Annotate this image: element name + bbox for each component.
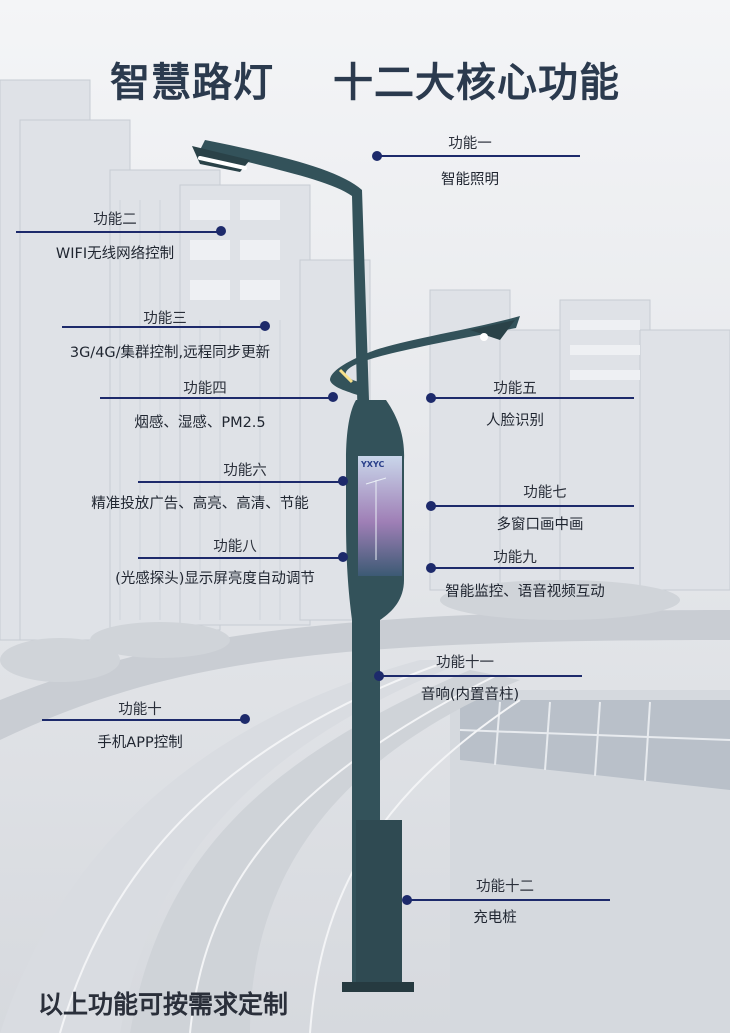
feature-label: 功能四 <box>183 381 227 397</box>
feature-label: 功能六 <box>223 463 267 479</box>
feature-desc: 智能监控、语音视频互动 <box>445 584 605 600</box>
feature-label: 功能三 <box>143 311 187 327</box>
feature-label: 功能二 <box>93 212 137 228</box>
footer-note: 以上功能可按需求定制 <box>38 990 289 1019</box>
lamp-pole <box>192 140 520 992</box>
feature-label: 功能八 <box>213 539 257 555</box>
feature-desc: 多窗口画中画 <box>496 517 584 533</box>
feature-label: 功能七 <box>523 485 567 501</box>
feature-desc: 精准投放广告、高亮、高清、节能 <box>91 496 309 512</box>
feature-desc: 3G/4G/集群控制,远程同步更新 <box>69 345 271 361</box>
feature-label: 功能五 <box>493 381 537 397</box>
feature-label: 功能十一 <box>436 655 494 671</box>
feature-label: 功能九 <box>493 550 537 566</box>
feature-desc: 充电桩 <box>473 910 517 926</box>
title-part1: 智慧路灯 <box>110 60 275 106</box>
feature-desc: 音响(内置音柱) <box>420 687 520 703</box>
feature-label: 功能十二 <box>476 879 534 895</box>
feature-desc: WIFI无线网络控制 <box>55 246 175 262</box>
feature-desc: 手机APP控制 <box>97 735 183 751</box>
feature-label: 功能十 <box>118 702 162 718</box>
page-title: 智慧路灯 十二大核心功能 <box>0 50 730 108</box>
charging-pile <box>356 820 402 985</box>
title-part2: 十二大核心功能 <box>332 60 620 106</box>
feature-desc: 烟感、湿感、PM2.5 <box>134 415 266 431</box>
feature-label: 功能一 <box>448 136 492 152</box>
feature-desc: 人脸识别 <box>486 413 544 429</box>
screen-logo: YXYC <box>361 460 385 469</box>
feature-desc: (光感探头)显示屏亮度自动调节 <box>115 571 315 587</box>
ad-screen <box>358 456 402 576</box>
feature-desc: 智能照明 <box>441 172 499 188</box>
